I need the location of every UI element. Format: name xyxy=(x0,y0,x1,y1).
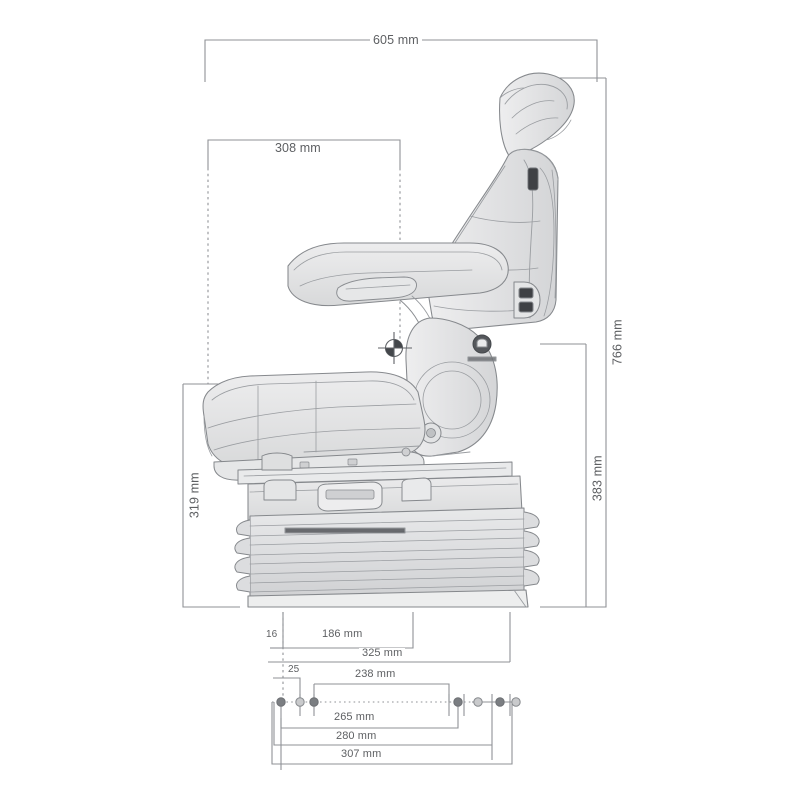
dimension-label-383: 383 mm xyxy=(591,452,605,505)
dimension-label-25: 25 xyxy=(285,665,303,675)
dimension-280 xyxy=(273,702,492,746)
seat-illustration xyxy=(202,72,575,608)
crosshair-pivot-marker xyxy=(378,332,412,364)
mounting-hole-markers xyxy=(276,697,521,707)
dimension-label-238: 238 mm xyxy=(352,669,399,680)
armrest xyxy=(287,242,509,337)
seat-cushion xyxy=(202,371,426,481)
dimension-label-325: 325 mm xyxy=(359,648,406,659)
dimension-label-308: 308 mm xyxy=(272,142,324,155)
dimension-label-280: 280 mm xyxy=(333,731,380,742)
dimension-label-307: 307 mm xyxy=(338,749,385,760)
dimension-label-186: 186 mm xyxy=(319,629,366,640)
dimension-319 xyxy=(182,384,240,608)
dimension-265 xyxy=(280,702,459,729)
slide-rail-mechanism xyxy=(237,445,513,485)
dimension-label-319: 319 mm xyxy=(188,469,202,522)
dimension-label-265: 265 mm xyxy=(331,712,378,723)
dimension-383 xyxy=(540,343,587,608)
base-plate xyxy=(247,589,529,608)
dimension-lines xyxy=(182,39,607,770)
dimension-766 xyxy=(556,77,607,608)
suspension-housing xyxy=(247,475,523,521)
manufacturer-emblem xyxy=(467,334,497,362)
dimension-label-16: 16 xyxy=(263,630,281,640)
dimension-25 xyxy=(273,677,301,702)
dimension-label-766: 766 mm xyxy=(611,316,625,369)
suspension-bellows xyxy=(234,507,540,603)
dimension-307 xyxy=(271,702,513,765)
headrest xyxy=(499,72,575,158)
dimension-325 xyxy=(268,612,511,663)
recliner-side-frame xyxy=(405,281,541,457)
dimension-238 xyxy=(313,683,450,702)
dimension-16 xyxy=(270,612,284,700)
dimension-label-605: 605 mm xyxy=(370,34,422,47)
